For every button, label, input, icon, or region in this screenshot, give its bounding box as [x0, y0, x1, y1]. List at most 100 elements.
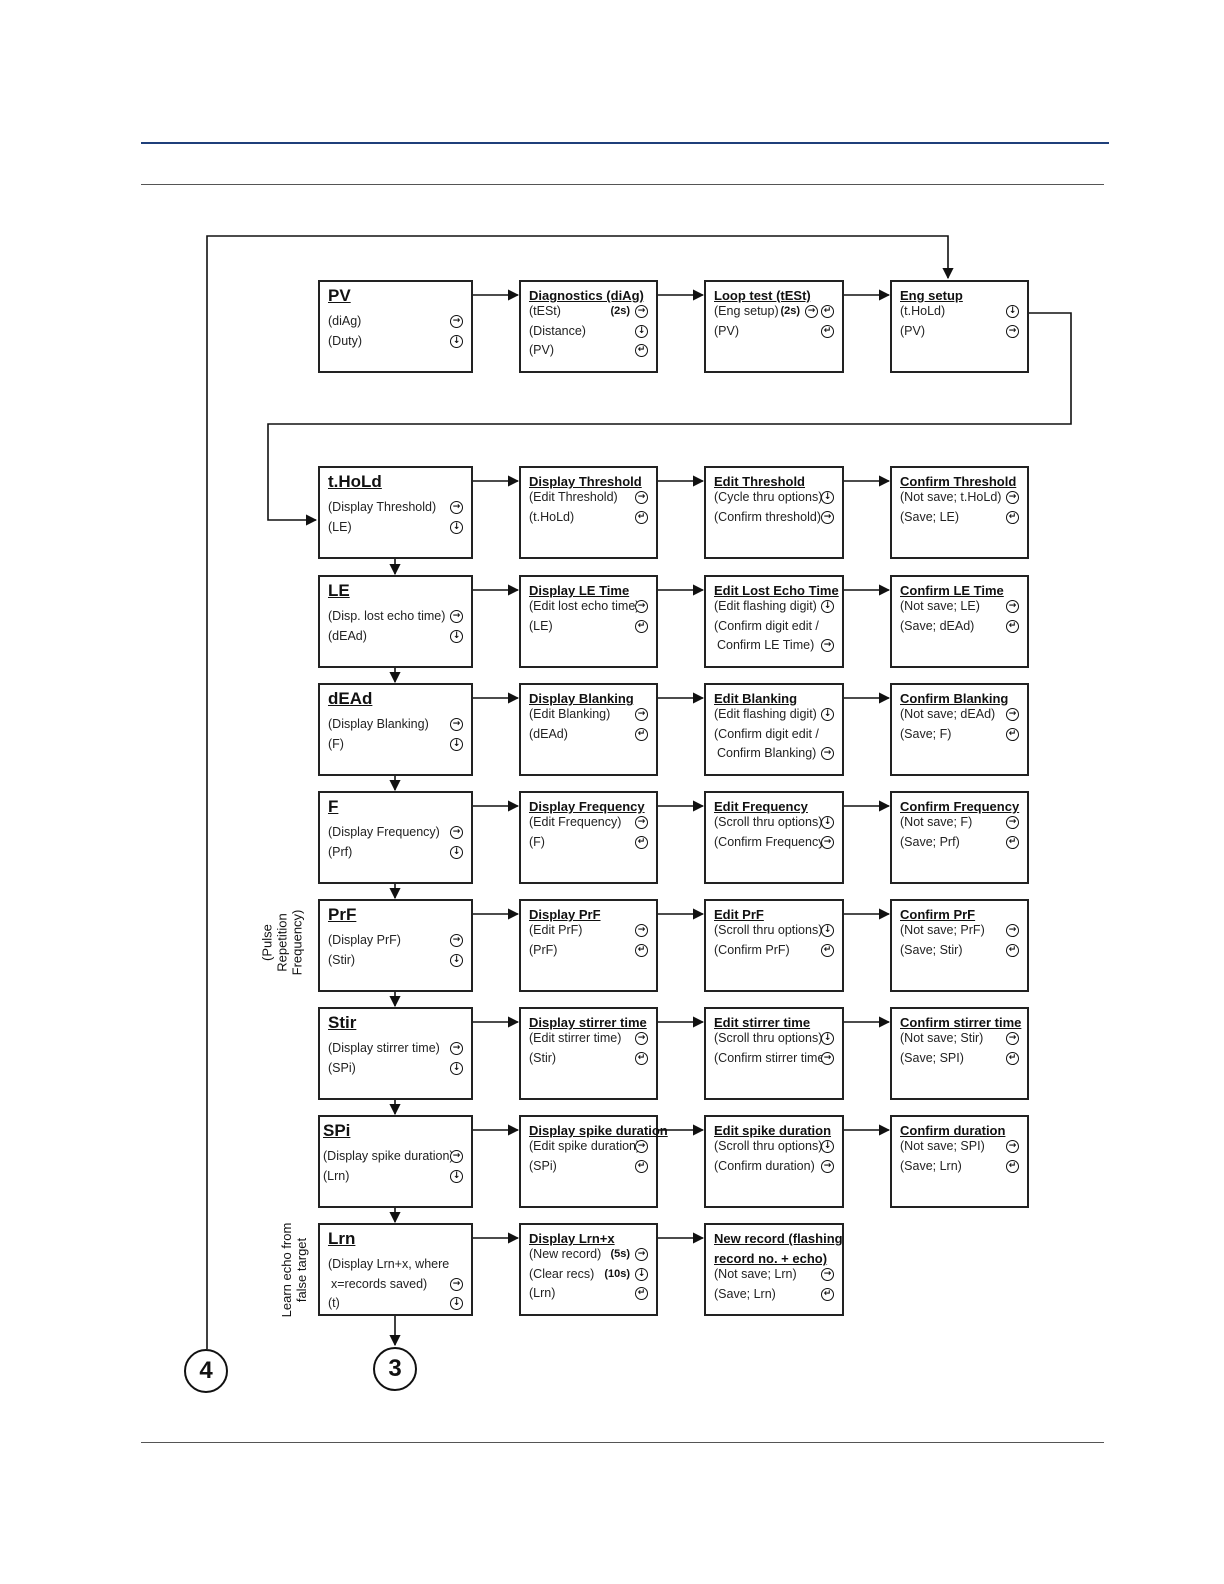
menu-box: Confirm PrF(Not save; PrF)→(Save; Stir)↵	[890, 899, 1029, 992]
enter-key-icon: ↵	[1006, 619, 1019, 633]
menu-box-title: Diagnostics (diAg)	[529, 288, 644, 303]
menu-box-title: PV	[328, 286, 351, 305]
menu-box-line: (Display Frequency)	[328, 825, 440, 839]
down-key-icon: ↓	[450, 953, 463, 967]
down-key-icon: ↓	[821, 491, 834, 504]
menu-box-line: (Edit Threshold)	[529, 490, 618, 504]
menu-box-line: (Display Lrn+x, where	[328, 1257, 450, 1271]
menu-box-title: Display spike duration	[529, 1123, 668, 1138]
menu-box-line: (dEAd)	[529, 726, 568, 741]
header-rule-blue	[141, 142, 1109, 144]
menu-box-line: (Save; LE)	[900, 509, 960, 524]
right-key-icon: →	[821, 747, 834, 760]
right-key-icon: →	[450, 315, 463, 328]
right-key-icon: →	[450, 1150, 463, 1163]
right-key-icon: →	[821, 1051, 834, 1065]
menu-box-title: Edit Blanking	[714, 691, 798, 706]
enter-key-icon: ↵	[821, 324, 834, 338]
menu-box-line: (F)	[529, 834, 545, 849]
right-key-icon: →	[1006, 1032, 1019, 1045]
menu-box-title: Display stirrer time	[529, 1015, 647, 1030]
enter-key-icon: ↵	[1006, 1159, 1019, 1173]
enter-key-icon: ↵	[1006, 510, 1019, 524]
menu-box-line: (Confirm stirrer time)	[714, 1050, 829, 1065]
menu-box-line: (Save; Stir)	[900, 942, 963, 957]
header-rule	[141, 184, 1104, 185]
menu-box: Confirm Blanking(Not save; dEAd)→(Save; …	[890, 683, 1029, 776]
right-key-icon: →	[1006, 1140, 1019, 1153]
menu-box-title: Confirm Frequency	[900, 799, 1020, 814]
right-key-icon: →	[1006, 816, 1019, 829]
side-label-prf-line: (Pulse	[259, 924, 275, 961]
side-label-lrn: Learn echo from false target	[279, 1210, 309, 1330]
menu-box-title: Edit spike duration	[714, 1123, 832, 1138]
menu-box-line: (t)	[328, 1296, 340, 1310]
menu-box-line: (Not save; LE)	[900, 599, 980, 613]
menu-box-line: (Confirm duration)	[714, 1158, 815, 1173]
menu-box-title: Confirm stirrer time	[900, 1015, 1022, 1030]
menu-box-line: (Not save; F)	[900, 815, 973, 829]
menu-box-line: (diAg)	[328, 314, 362, 328]
menu-box-title: Eng setup	[900, 288, 963, 303]
menu-box-line: (LE)	[328, 519, 352, 534]
connector-4: 4	[184, 1349, 228, 1393]
enter-key-icon: ↵	[1006, 835, 1019, 849]
menu-box-line: (Display Blanking)	[328, 717, 429, 731]
right-key-icon: →	[1006, 324, 1019, 338]
menu-box-title: Edit stirrer time	[714, 1015, 811, 1030]
menu-box-line: (New record)	[529, 1247, 602, 1261]
right-key-icon: →	[821, 1268, 834, 1281]
right-key-icon: →	[821, 639, 834, 652]
hold-time-label: (5s)	[610, 1248, 630, 1260]
right-key-icon: →	[450, 501, 463, 514]
menu-box: Display PrF(Edit PrF)→(PrF)↵	[519, 899, 658, 992]
menu-box-title: Confirm LE Time	[900, 583, 1004, 598]
down-key-icon: ↓	[821, 816, 834, 829]
enter-key-icon: ↵	[635, 619, 648, 633]
menu-box-line: (Save; SPI)	[900, 1050, 964, 1065]
menu-box-line: (PV)	[900, 323, 925, 338]
loop-arrow	[206, 235, 954, 1349]
menu-box-title: Display LE Time	[529, 583, 630, 598]
menu-box-line: (Not save; dEAd)	[900, 707, 996, 721]
menu-box: Display Frequency(Edit Frequency)→(F)↵	[519, 791, 658, 884]
menu-box-title: Display Blanking	[529, 691, 634, 706]
down-key-icon: ↓	[635, 1267, 648, 1281]
menu-box-line: (Cycle thru options)	[714, 490, 823, 504]
menu-box: Confirm Frequency(Not save; F)→(Save; Pr…	[890, 791, 1029, 884]
right-key-icon: →	[450, 1277, 463, 1291]
menu-box: Loop test (tESt)(Eng setup)↵→(2s)(PV)↵	[704, 280, 844, 373]
menu-box: Stir(Display stirrer time)→(SPi)↓	[318, 1007, 473, 1100]
menu-box-line: (Stir)	[328, 952, 356, 967]
right-key-icon: →	[635, 491, 648, 504]
right-key-icon: →	[635, 305, 648, 318]
menu-box-title: Confirm duration	[900, 1123, 1006, 1138]
flow-arrow	[267, 312, 1072, 526]
enter-key-icon: ↵	[635, 510, 648, 524]
menu-box-line: (t.HoLd)	[900, 304, 946, 318]
menu-box-line: (PrF)	[529, 942, 558, 957]
menu-box-title: LE	[328, 581, 350, 600]
menu-box: Display Lrn+x(New record)→(5s)(Clear rec…	[519, 1223, 658, 1316]
down-key-icon: ↓	[821, 708, 834, 721]
menu-box-line: (Display stirrer time)	[328, 1041, 440, 1055]
menu-box-line: (Disp. lost echo time)	[328, 609, 446, 623]
right-key-icon: →	[1006, 600, 1019, 613]
menu-box: Edit PrF(Scroll thru options)↓(Confirm P…	[704, 899, 844, 992]
menu-box-line: (Scroll thru options)	[714, 1031, 823, 1045]
menu-box-line: (Lrn)	[323, 1168, 350, 1183]
menu-box-line: (SPi)	[328, 1060, 356, 1075]
menu-box-line: x=records saved)	[331, 1276, 428, 1291]
right-key-icon: →	[1006, 924, 1019, 937]
menu-box-line: (Edit PrF)	[529, 923, 583, 937]
menu-box-line: (Not save; SPI)	[900, 1139, 985, 1153]
right-key-icon: →	[821, 510, 834, 524]
menu-box-title: t.HoLd	[328, 472, 382, 491]
menu-box-line: (Duty)	[328, 333, 363, 348]
hold-time-label: (2s)	[610, 305, 630, 317]
menu-box-title: F	[328, 797, 339, 816]
enter-key-icon: ↵	[1006, 1051, 1019, 1065]
menu-box: dEAd(Display Blanking)→(F)↓	[318, 683, 473, 776]
menu-box-title: SPi	[323, 1121, 351, 1140]
